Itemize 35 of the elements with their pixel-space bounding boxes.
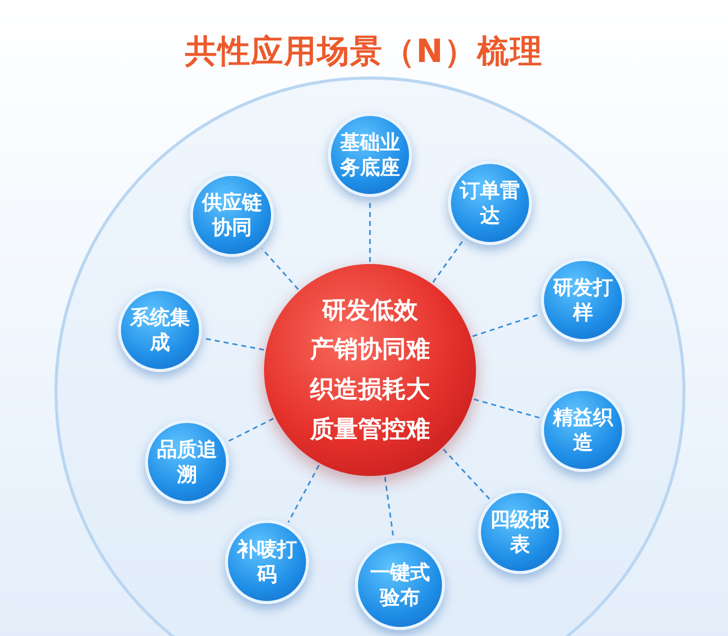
dashed-connector <box>472 313 540 338</box>
dashed-connector <box>369 200 371 262</box>
problem-text: 研发低效 <box>322 294 418 326</box>
scenario-circle <box>541 388 625 472</box>
scenario-circle <box>541 258 625 342</box>
scenario-circle <box>478 490 562 574</box>
scenario-circle <box>118 288 202 372</box>
dashed-connector <box>288 464 320 523</box>
title: 共性应用场景（N）梳理 <box>184 31 544 72</box>
scenario-circle <box>355 540 445 630</box>
scenario-circle <box>328 113 412 197</box>
problem-text: 织造损耗大 <box>310 374 430 405</box>
dashed-connector <box>432 239 464 283</box>
scenario-circle <box>448 161 532 245</box>
dashed-connector <box>204 338 264 351</box>
scenario-text: 品质追溯 <box>156 437 218 487</box>
problem-text: 质量管控难 <box>310 414 430 445</box>
scenario-text: 基础业务底座 <box>339 130 401 180</box>
scenario-text: 系统集成 <box>129 305 191 355</box>
dashed-connector <box>474 398 540 419</box>
scenario-text: 补唛打码 <box>236 537 298 587</box>
problem-text: 产销协同难 <box>310 334 430 366</box>
scenario-text: 精益织造 <box>552 405 614 455</box>
scenario-text: 四级报表 <box>489 507 551 557</box>
scenario-text: 订单雷达 <box>459 178 521 228</box>
dashed-connector <box>261 248 299 290</box>
scenario-circle <box>145 420 229 504</box>
dashed-connector <box>226 418 274 442</box>
scenario-text: 一键式验布 <box>369 560 431 610</box>
scenario-text: 供应链协同 <box>201 190 263 240</box>
dashed-connector <box>384 476 394 538</box>
scenario-circle <box>225 520 309 604</box>
scenario-text: 研发打样 <box>552 275 614 325</box>
dashed-connector <box>442 448 490 500</box>
scenario-circle <box>190 173 274 257</box>
